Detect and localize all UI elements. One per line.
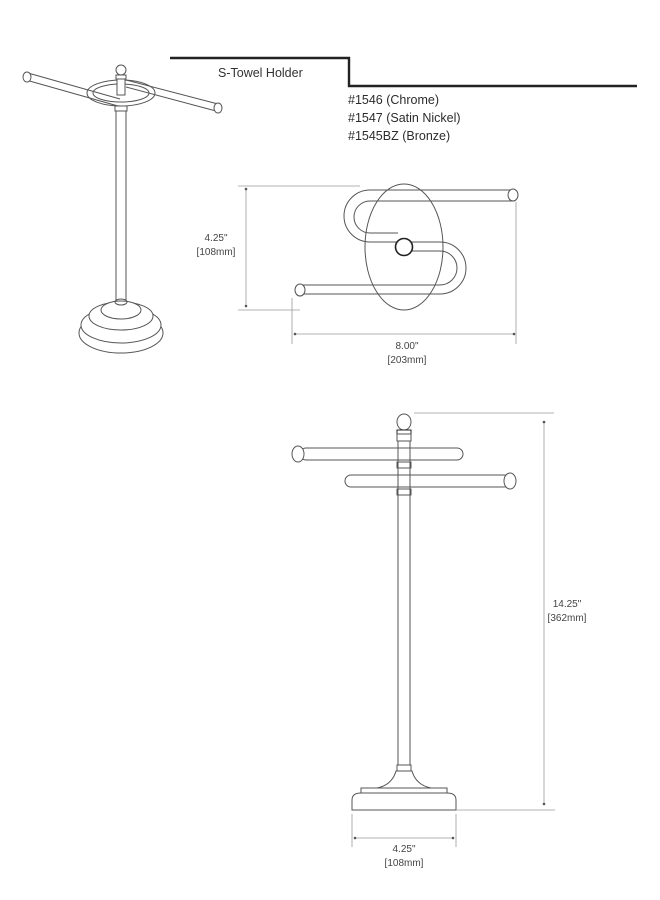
- front-view: [291, 412, 555, 847]
- front-collar-1: [396, 461, 412, 469]
- title-rule: [170, 56, 637, 88]
- top-depth-inches: 4.25": [204, 233, 228, 244]
- front-base-mm: [108mm]: [384, 858, 424, 869]
- model-bronze: #1545BZ (Bronze): [348, 129, 451, 143]
- top-view: [238, 183, 519, 344]
- perspective-pole: [114, 105, 128, 300]
- model-satin-nickel: #1547 (Satin Nickel): [348, 111, 461, 125]
- top-depth-label: 4.25" [108mm]: [194, 232, 238, 260]
- perspective-finial: [115, 64, 127, 96]
- top-view-arm-end-right: [507, 188, 519, 202]
- front-finial: [396, 413, 412, 442]
- front-base: [351, 770, 457, 811]
- top-view-base-disc: [364, 183, 444, 311]
- top-view-center-post: [394, 237, 414, 257]
- top-view-arm-end-left: [294, 283, 306, 297]
- front-height-label: 14.25" [362mm]: [542, 598, 592, 626]
- top-width-inches: 8.00": [395, 341, 419, 352]
- perspective-view: [22, 64, 223, 354]
- product-title: S-Towel Holder: [218, 66, 303, 80]
- front-lower-arm: [344, 472, 517, 490]
- front-height-inches: 14.25": [552, 599, 582, 610]
- top-view-width-dimension: [291, 202, 517, 344]
- top-width-label: 8.00" [203mm]: [380, 340, 434, 368]
- front-collar-2: [396, 488, 412, 496]
- top-view-depth-dimension: [238, 185, 360, 311]
- front-base-dimension: [351, 814, 457, 847]
- top-view-s-tube: [300, 189, 512, 295]
- perspective-base: [78, 298, 164, 354]
- front-base-label: 4.25" [108mm]: [377, 843, 431, 871]
- front-base-inches: 4.25": [392, 844, 416, 855]
- top-width-mm: [203mm]: [387, 355, 427, 366]
- top-depth-mm: [108mm]: [196, 247, 236, 258]
- perspective-right-arm: [125, 79, 223, 114]
- perspective-left-arm: [22, 71, 121, 107]
- front-height-dimension: [414, 412, 555, 811]
- front-height-mm: [362mm]: [547, 613, 587, 624]
- front-upper-arm: [291, 445, 464, 463]
- model-chrome: #1546 (Chrome): [348, 93, 440, 107]
